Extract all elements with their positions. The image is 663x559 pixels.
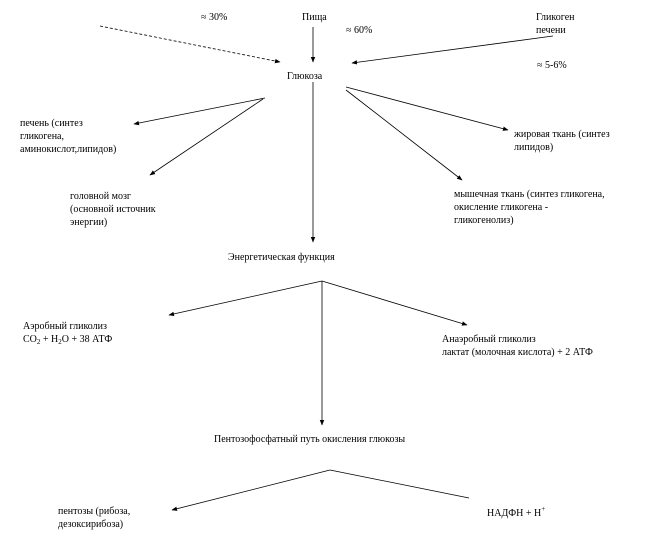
- node-liver-line2: гликогена,: [20, 131, 64, 142]
- node-pentoses-line2: дезоксирибоза): [58, 519, 124, 530]
- node-aerobic: Аэробный гликолиз CO2 + H2O + 38 АТФ: [23, 320, 112, 349]
- node-adipose-line1: жировая ткань (синтез: [514, 129, 610, 140]
- node-nadph: НАДФН + Н+: [487, 503, 545, 520]
- arrow-glucose-to-adipose: [345, 86, 509, 131]
- arrow-glucose-to-brain: [149, 98, 264, 176]
- node-energy-function: Энергетическая функция: [228, 252, 335, 263]
- node-adipose-line2: липидов): [514, 142, 554, 153]
- percent-food-label: ≈ 60%: [346, 25, 373, 36]
- node-brain-line2: (основной источник: [70, 204, 156, 215]
- h2o-suffix: O + 38 АТФ: [61, 334, 113, 345]
- arrow-energy-to-aerobic: [168, 280, 323, 317]
- node-liver-line3: аминокислот,липидов): [20, 144, 117, 155]
- arrow-energy-to-anaerobic: [321, 280, 468, 326]
- co2-text: CO: [23, 334, 37, 345]
- node-pentose-phosphate-pathway: Пентозофосфатный путь окисления глюкозы: [214, 434, 406, 445]
- arrow-glucose-to-liver: [133, 97, 266, 126]
- h2o-subscript: 2: [58, 338, 62, 346]
- node-anaerobic-line2: лактат (молочная кислота) + 2 АТФ: [442, 347, 593, 358]
- node-adipose: жировая ткань (синтез липидов): [514, 128, 610, 154]
- node-glycogen-liver-line1: Гликоген: [536, 12, 575, 23]
- node-muscle-line1: мышечная ткань (синтез гликогена,: [454, 189, 605, 200]
- node-brain: головной мозг (основной источник энергии…: [70, 190, 156, 229]
- node-anaerobic: Анаэробный гликолиз лактат (молочная кис…: [442, 333, 593, 359]
- node-glucose: Глюкоза: [287, 71, 323, 82]
- node-brain-line3: энергии): [70, 217, 108, 228]
- node-muscle: мышечная ткань (синтез гликогена, окисле…: [454, 188, 605, 227]
- node-glycogen-liver-line2: печени: [536, 25, 566, 36]
- percent-left-label: ≈ 30%: [201, 12, 228, 23]
- h2o-prefix: + H: [40, 334, 59, 345]
- arrow-left-to-glucose: [99, 25, 281, 64]
- node-glycogen-liver: Гликоген печени: [536, 11, 574, 37]
- node-aerobic-equation: CO2 + H2O + 38 АТФ: [23, 333, 112, 349]
- arrow-glucose-to-muscle: [345, 89, 463, 181]
- node-food: Пища: [302, 12, 327, 23]
- arrow-ppp-to-pentoses: [171, 469, 331, 511]
- percent-glycogen-label: ≈ 5-6%: [537, 60, 567, 71]
- node-pentoses-line1: пентозы (рибоза,: [58, 506, 131, 517]
- nadph-text: НАДФН + Н: [487, 508, 542, 519]
- node-liver-line1: печень (синтез: [20, 118, 83, 129]
- node-muscle-line3: гликогенолиз): [454, 215, 514, 226]
- node-muscle-line2: окисление гликогена -: [454, 202, 549, 213]
- node-pentoses: пентозы (рибоза, дезоксирибоза): [58, 505, 130, 531]
- node-aerobic-line1: Аэробный гликолиз: [23, 321, 107, 332]
- node-liver: печень (синтез гликогена, аминокислот,ли…: [20, 117, 116, 156]
- nadph-superscript: +: [541, 505, 546, 513]
- node-anaerobic-line1: Анаэробный гликолиз: [442, 334, 536, 345]
- arrow-ppp-to-nadph: [329, 469, 470, 499]
- co2-subscript: 2: [36, 338, 41, 346]
- arrow-glycogen-to-glucose: [351, 35, 554, 65]
- node-brain-line1: головной мозг: [70, 191, 132, 202]
